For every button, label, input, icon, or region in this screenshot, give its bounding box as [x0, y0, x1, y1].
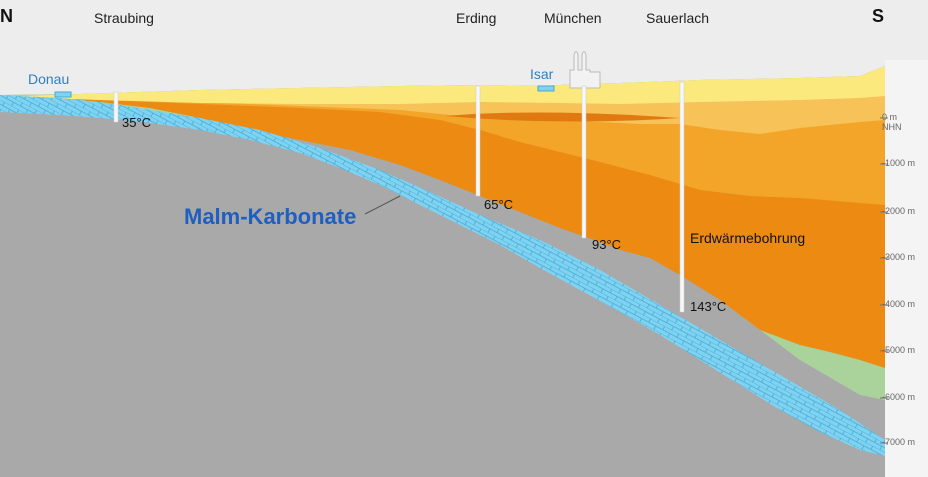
north-label: N — [0, 6, 13, 26]
city-sauerlach: Sauerlach — [646, 10, 710, 26]
depth-2000: -2000 m — [882, 206, 916, 216]
depth-3000: -3000 m — [882, 252, 916, 262]
city-straubing: Straubing — [94, 10, 154, 26]
depth-1000: -1000 m — [882, 158, 916, 168]
yellow-layer — [20, 66, 885, 104]
temp-sauerlach: 143°C — [690, 299, 727, 314]
depth-ticks — [880, 117, 888, 444]
well-sauerlach — [679, 81, 685, 313]
temp-straubing: 35°C — [122, 115, 152, 130]
sky-area — [0, 0, 928, 95]
temp-erding: 65°C — [484, 197, 514, 212]
depth-6000: -6000 m — [882, 392, 916, 402]
depth-7000: -7000 m — [882, 437, 916, 447]
temp-muenchen: 93°C — [592, 237, 622, 252]
malm-karbonate-label: Malm-Karbonate — [184, 204, 357, 229]
donau-river-mark — [54, 91, 72, 98]
well-straubing — [113, 91, 119, 123]
south-label: S — [872, 6, 885, 26]
depth-4000: -4000 m — [882, 299, 916, 309]
erdwaermebohrung-label: Erdwärmebohrung — [690, 230, 806, 246]
river-donau: Donau — [28, 71, 70, 87]
city-erding: Erding — [456, 10, 497, 26]
depth-nhn: NHN — [882, 122, 902, 132]
city-muenchen: München — [544, 10, 602, 26]
church-icon — [569, 51, 601, 89]
well-erding — [475, 85, 481, 197]
depth-scale-panel — [885, 60, 928, 477]
depth-5000: -5000 m — [882, 345, 916, 355]
well-muenchen — [581, 85, 587, 239]
river-isar: Isar — [530, 66, 554, 82]
isar-river-mark — [537, 85, 555, 92]
malm-leader-line — [364, 195, 401, 215]
depth-0: 0 m — [882, 112, 898, 122]
orange-lens — [445, 112, 680, 122]
